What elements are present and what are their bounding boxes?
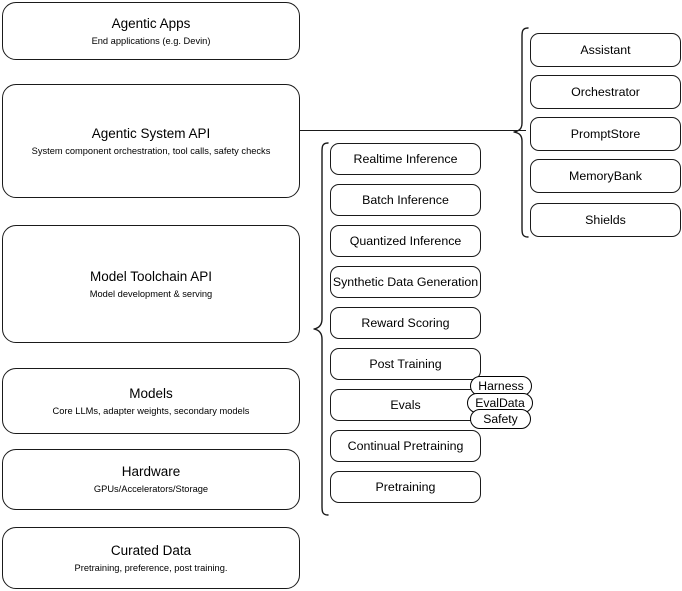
system-component-chip-memorybank[interactable]: MemoryBank bbox=[530, 159, 681, 193]
layer-box-models[interactable]: Models Core LLMs, adapter weights, secon… bbox=[2, 368, 300, 434]
layer-title: Agentic System API bbox=[91, 125, 211, 141]
capability-chip-evals[interactable]: Evals bbox=[330, 389, 481, 421]
layer-box-agentic-apps[interactable]: Agentic Apps End applications (e.g. Devi… bbox=[2, 2, 300, 60]
capability-chip-reward-scoring[interactable]: Reward Scoring bbox=[330, 307, 481, 339]
system-component-chip-promptstore[interactable]: PromptStore bbox=[530, 117, 681, 151]
capability-label: Evals bbox=[390, 397, 421, 412]
capability-chip-quantized-inference[interactable]: Quantized Inference bbox=[330, 225, 481, 257]
capability-chip-post-training[interactable]: Post Training bbox=[330, 348, 481, 380]
connector-system-api-to-components bbox=[300, 130, 526, 132]
capability-chip-synthetic-data-generation[interactable]: Synthetic Data Generation bbox=[330, 266, 481, 298]
capability-chip-pretraining[interactable]: Pretraining bbox=[330, 471, 481, 503]
bracket-system-components bbox=[512, 27, 530, 239]
layer-subtitle: Pretraining, preference, post training. bbox=[74, 562, 228, 573]
capability-label: Reward Scoring bbox=[361, 315, 450, 330]
system-component-chip-assistant[interactable]: Assistant bbox=[530, 33, 681, 67]
system-component-chip-shields[interactable]: Shields bbox=[530, 203, 681, 237]
capability-label: Post Training bbox=[369, 356, 442, 371]
capability-label: Pretraining bbox=[375, 479, 436, 494]
capability-label: Realtime Inference bbox=[353, 151, 458, 166]
capability-label: Continual Pretraining bbox=[347, 438, 464, 453]
system-component-label: Assistant bbox=[580, 42, 631, 57]
layer-box-hardware[interactable]: Hardware GPUs/Accelerators/Storage bbox=[2, 449, 300, 510]
layer-box-agentic-system-api[interactable]: Agentic System API System component orch… bbox=[2, 84, 300, 198]
capability-label: Quantized Inference bbox=[349, 233, 462, 248]
capability-chip-batch-inference[interactable]: Batch Inference bbox=[330, 184, 481, 216]
eval-pill-evaldata[interactable]: EvalData bbox=[467, 393, 533, 413]
system-component-label: Shields bbox=[585, 212, 626, 227]
system-component-label: PromptStore bbox=[570, 126, 641, 141]
layer-subtitle: Model development & serving bbox=[89, 288, 213, 299]
capability-label: Synthetic Data Generation bbox=[332, 274, 479, 289]
capability-chip-continual-pretraining[interactable]: Continual Pretraining bbox=[330, 430, 481, 462]
layer-box-model-toolchain-api[interactable]: Model Toolchain API Model development & … bbox=[2, 225, 300, 343]
eval-pill-label: Harness bbox=[478, 379, 524, 393]
capability-label: Batch Inference bbox=[362, 192, 449, 207]
layer-subtitle: System component orchestration, tool cal… bbox=[31, 145, 271, 156]
layer-subtitle: GPUs/Accelerators/Storage bbox=[93, 484, 209, 494]
layer-title: Model Toolchain API bbox=[89, 268, 213, 284]
layer-subtitle: Core LLMs, adapter weights, secondary mo… bbox=[52, 405, 250, 416]
eval-pill-label: EvalData bbox=[475, 396, 525, 410]
layer-box-curated-data[interactable]: Curated Data Pretraining, preference, po… bbox=[2, 527, 300, 589]
layer-title: Models bbox=[129, 385, 173, 401]
eval-pill-safety[interactable]: Safety bbox=[470, 409, 531, 429]
layer-title: Hardware bbox=[121, 464, 181, 479]
bracket-toolchain-capabilities bbox=[312, 142, 330, 516]
layer-title: Curated Data bbox=[110, 542, 192, 558]
eval-pill-label: Safety bbox=[483, 412, 518, 426]
layer-title: Agentic Apps bbox=[111, 15, 191, 31]
capability-chip-realtime-inference[interactable]: Realtime Inference bbox=[330, 143, 481, 175]
system-component-label: MemoryBank bbox=[569, 168, 642, 183]
system-component-chip-orchestrator[interactable]: Orchestrator bbox=[530, 75, 681, 109]
system-component-label: Orchestrator bbox=[571, 84, 640, 99]
layer-subtitle: End applications (e.g. Devin) bbox=[91, 35, 211, 46]
